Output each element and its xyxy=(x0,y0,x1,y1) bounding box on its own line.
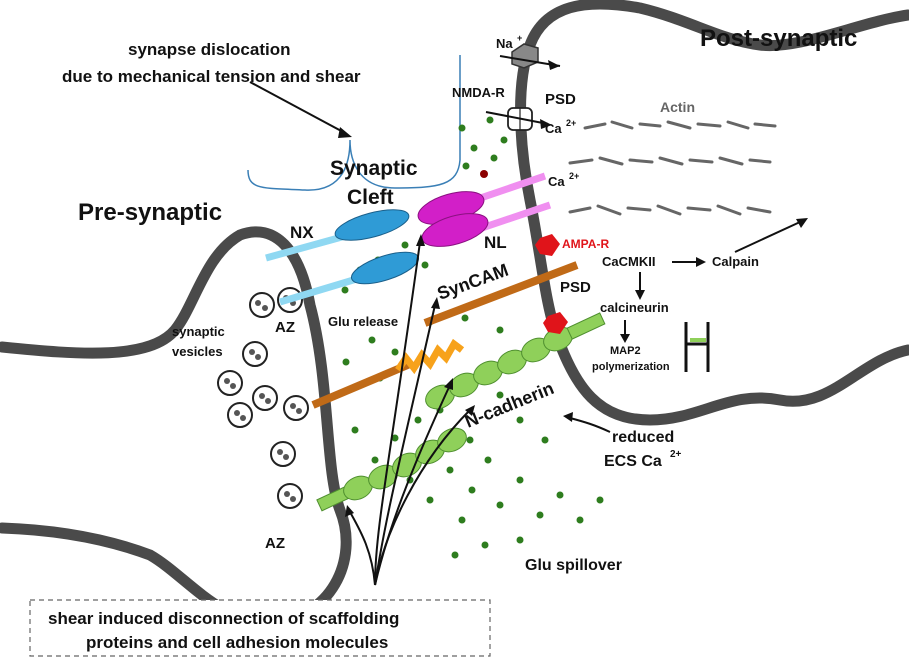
caption-box xyxy=(29,599,491,657)
reduced-label-1: reduced xyxy=(612,429,674,446)
shear-caption-2: proteins and cell adhesion molecules xyxy=(86,633,388,652)
psd-mid-label: PSD xyxy=(560,279,591,296)
reduced-superscript: 2+ xyxy=(670,449,682,460)
shear-caption-1: shear induced disconnection of scaffoldi… xyxy=(48,609,399,628)
ncadherin-chain-lower xyxy=(316,427,467,512)
ca-sup-2: 2+ xyxy=(569,171,579,181)
synaptic-cleft-label-2: Cleft xyxy=(347,186,394,209)
map2-fill xyxy=(690,338,706,342)
nmda-label: NMDA-R xyxy=(452,85,505,100)
ampa-label: AMPA-R xyxy=(562,237,609,251)
nx-label: NX xyxy=(290,223,314,242)
ampa-receptor-lower xyxy=(543,312,568,334)
syncam-zigzag xyxy=(395,338,465,375)
reduced-label-2: ECS Ca xyxy=(604,453,662,470)
dislocation-label-1: synapse dislocation xyxy=(128,40,291,59)
synaptic-cleft-label-1: Synaptic xyxy=(330,157,418,180)
vesicles-label-2: vesicles xyxy=(172,344,223,359)
syncam-upper xyxy=(423,261,579,327)
na-label: Na xyxy=(496,36,513,51)
na-superscript: + xyxy=(517,33,522,43)
nmda-receptor xyxy=(485,107,552,131)
ampa-receptor-upper xyxy=(535,234,560,256)
dislocation-bracket xyxy=(247,55,461,191)
ca-sup-1: 2+ xyxy=(566,118,576,128)
ncadherin-chain-upper xyxy=(425,312,606,410)
ca-label-1: Ca xyxy=(545,121,562,136)
pre-synaptic-membrane xyxy=(0,226,352,628)
nl-label: NL xyxy=(484,233,507,252)
calpain-label: Calpain xyxy=(712,254,759,269)
cacmkii-label: CaCMKII xyxy=(602,254,655,269)
nx-stalk-lower xyxy=(278,274,362,306)
arrows xyxy=(249,81,801,586)
map2-icon xyxy=(684,322,710,372)
map2-label-1: MAP2 xyxy=(610,345,641,357)
synaptic-vesicles xyxy=(217,287,309,509)
syncam-lower xyxy=(311,360,412,409)
map2-label-2: polymerization xyxy=(592,361,670,373)
nx-protein-upper xyxy=(334,209,410,241)
red-dot xyxy=(480,170,488,178)
dislocation-label-2: due to mechanical tension and shear xyxy=(62,67,361,86)
psd-top-label: PSD xyxy=(545,91,576,108)
actin-filaments xyxy=(568,120,777,216)
actin-label: Actin xyxy=(660,99,695,115)
nx-protein-lower xyxy=(351,251,419,285)
glu-release-label: Glu release xyxy=(328,314,398,329)
ca-label-2: Ca xyxy=(548,174,565,189)
post-synaptic-label: Post-synaptic xyxy=(700,25,857,52)
az-top-label: AZ xyxy=(275,319,295,336)
na-channel xyxy=(499,43,561,70)
post-synaptic-membrane xyxy=(515,0,909,426)
pre-synaptic-label: Pre-synaptic xyxy=(78,199,222,226)
calcineurin-label: calcineurin xyxy=(600,300,669,315)
glu-spillover-label: Glu spillover xyxy=(525,557,622,574)
az-bottom-label: AZ xyxy=(265,535,285,552)
vesicles-label-1: synaptic xyxy=(172,324,225,339)
